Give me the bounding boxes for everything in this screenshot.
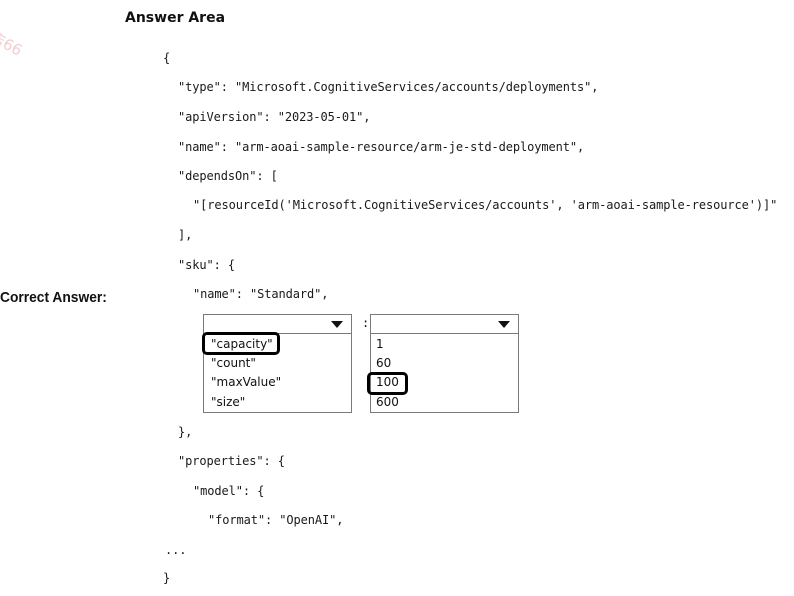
selected-key-highlight xyxy=(202,332,280,355)
sku-value-option-100[interactable]: 100 xyxy=(376,375,399,389)
chevron-down-icon[interactable] xyxy=(490,315,518,333)
sku-value-dropdown-header[interactable] xyxy=(371,315,518,334)
selected-value-highlight xyxy=(367,372,408,395)
sku-value-option-1[interactable]: 1 xyxy=(376,337,384,351)
sku-value-option-60[interactable]: 60 xyxy=(376,356,392,370)
code-sku-name-line: "name": "Standard", xyxy=(193,287,329,301)
code-close-sku: }, xyxy=(178,425,193,439)
code-resource-id-line: "[resourceId('Microsoft.CognitiveService… xyxy=(193,198,778,212)
code-properties-line: "properties": { xyxy=(178,454,285,468)
code-type-line: "type": "Microsoft.CognitiveServices/acc… xyxy=(178,80,599,94)
sku-key-option-maxvalue[interactable]: "maxValue" xyxy=(211,375,282,389)
code-sku-line: "sku": { xyxy=(178,258,235,272)
code-close-bracket: ], xyxy=(178,228,193,242)
code-open-brace: { xyxy=(163,51,171,65)
code-model-line: "model": { xyxy=(193,484,265,498)
correct-answer-label: Correct Answer: xyxy=(0,289,107,306)
code-close-brace: } xyxy=(163,571,171,585)
sku-key-option-size[interactable]: "size" xyxy=(211,395,246,409)
sku-value-dropdown[interactable]: 1 60 100 600 xyxy=(370,314,519,413)
sku-value-option-600[interactable]: 600 xyxy=(376,395,399,409)
sku-key-option-count[interactable]: "count" xyxy=(211,356,256,370)
code-name-line: "name": "arm-aoai-sample-resource/arm-je… xyxy=(178,140,585,154)
key-value-colon: : xyxy=(362,316,370,330)
sku-key-dropdown[interactable]: "capacity" "count" "maxValue" "size" xyxy=(203,314,352,413)
code-ellipsis: ... xyxy=(165,543,187,557)
watermark-text: 店66 xyxy=(0,27,26,60)
code-depends-on-line: "dependsOn": [ xyxy=(178,169,278,183)
code-format-line: "format": "OpenAI", xyxy=(208,513,344,527)
sku-key-option-capacity[interactable]: "capacity" xyxy=(211,337,273,351)
chevron-down-icon[interactable] xyxy=(323,315,351,333)
answer-area-title: Answer Area xyxy=(125,10,226,26)
code-api-version-line: "apiVersion": "2023-05-01", xyxy=(178,110,371,124)
